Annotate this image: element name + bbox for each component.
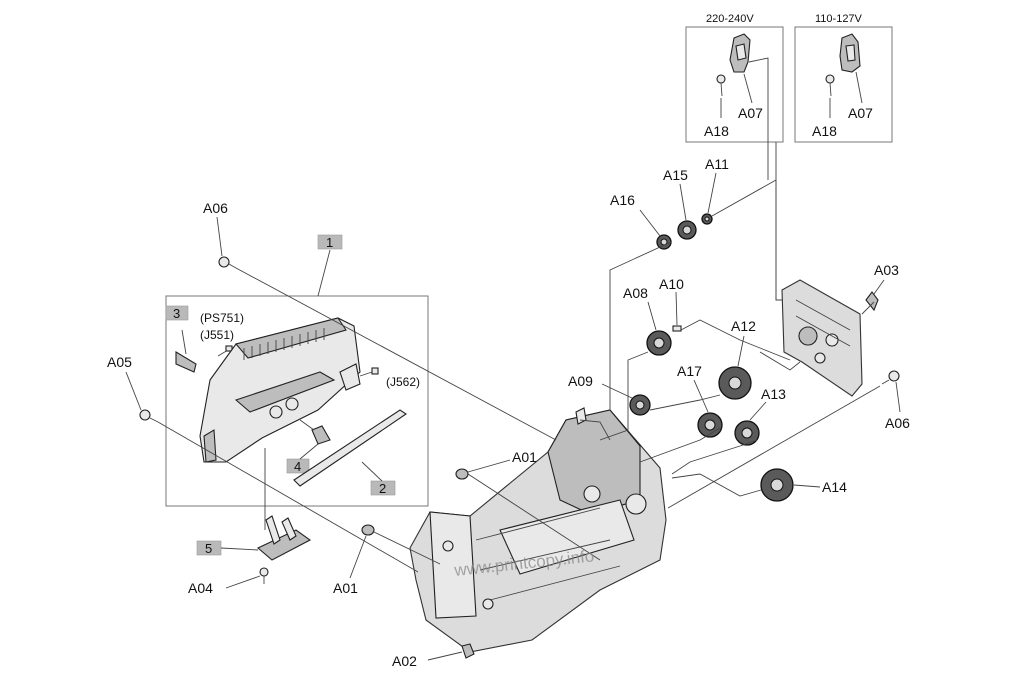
gear-a13	[734, 420, 760, 446]
gear-a15	[677, 220, 697, 240]
callout-a18-220: A18	[704, 123, 729, 139]
connector-j551: (J551)	[200, 328, 234, 342]
tag-1	[317, 234, 343, 250]
bushing-a01-upper	[455, 468, 469, 480]
gear-a17	[697, 412, 723, 438]
tag-4	[286, 458, 310, 474]
tag-1-label: 1	[326, 235, 333, 250]
screw-a04	[259, 567, 269, 584]
assembly-box-1: 1 3 (PS751) (J551) (J562) 4 2	[165, 234, 429, 507]
tag-4-label: 4	[294, 459, 301, 474]
callout-a18-110: A18	[812, 123, 837, 139]
gear-a12	[718, 366, 752, 400]
voltage-label-220: 220-240V	[706, 13, 754, 25]
leader-lines	[157, 179, 881, 573]
gear-a08	[646, 330, 672, 356]
callout-a03: A03	[874, 262, 899, 278]
gear-a14	[760, 468, 794, 502]
tag-2-label: 2	[379, 481, 386, 496]
right-side-plate	[781, 279, 879, 397]
tag-3	[165, 305, 189, 321]
callout-a11: A11	[705, 156, 729, 172]
tag-2	[370, 480, 396, 496]
callout-a04: A04	[188, 580, 213, 596]
clip-a02	[461, 643, 475, 659]
callout-a07-110: A07	[848, 105, 873, 121]
part-5-tray-guide	[256, 515, 312, 561]
callout-a06-left: A06	[203, 200, 228, 216]
callout-a12: A12	[731, 318, 756, 334]
callout-a01-lower: A01	[333, 580, 358, 596]
voltage-inset-220: 220-240V A07 A18	[685, 13, 784, 180]
callout-a15: A15	[663, 167, 688, 183]
callout-a05: A05	[107, 354, 132, 370]
gear-a09	[629, 394, 651, 416]
tag-3-label: 3	[173, 306, 180, 321]
main-frame	[409, 407, 667, 653]
callout-a08: A08	[623, 285, 648, 301]
callout-a10: A10	[659, 276, 684, 292]
gear-a16	[656, 234, 672, 250]
connector-ps751: (PS751)	[200, 311, 244, 325]
connector-j562: (J562)	[386, 375, 420, 389]
bushing-a01-lower	[361, 524, 375, 536]
callout-a01-upper: A01	[512, 449, 537, 465]
callout-a14: A14	[822, 479, 847, 495]
callout-a17: A17	[677, 363, 702, 379]
pin-a10	[672, 325, 682, 332]
tag-5-label: 5	[205, 541, 212, 556]
callout-a09: A09	[568, 373, 593, 389]
voltage-inset-110: 110-127V A07 A18	[794, 13, 893, 143]
callout-a07-220: A07	[738, 105, 763, 121]
screw-a06-right	[881, 370, 900, 385]
callout-a13: A13	[761, 386, 786, 402]
callout-a06-right: A06	[885, 415, 910, 431]
callout-a16: A16	[610, 192, 635, 208]
voltage-label-110: 110-127V	[815, 13, 863, 25]
gear-a11	[701, 213, 713, 225]
screw-a05	[139, 409, 159, 423]
screw-a06-left	[218, 256, 237, 269]
callout-a02: A02	[392, 653, 417, 669]
